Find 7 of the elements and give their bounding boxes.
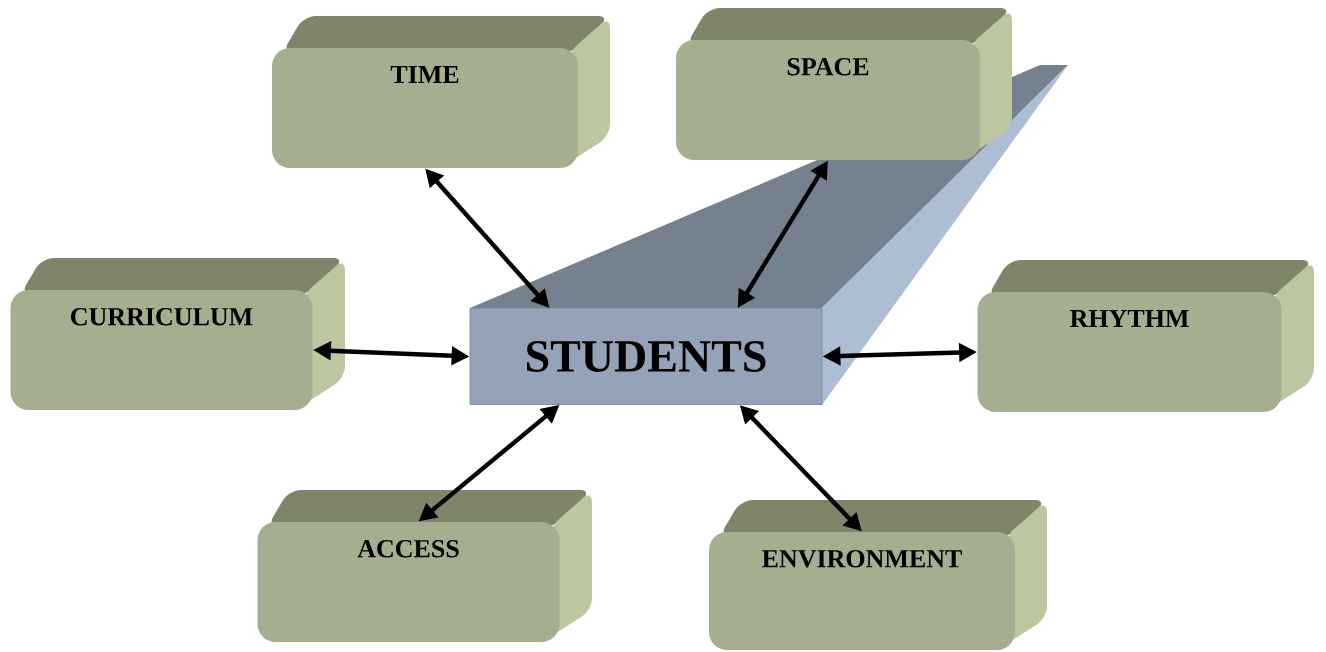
- block-box: SPACE: [676, 8, 1012, 160]
- block-box: CURRICULUM: [10, 258, 345, 410]
- block-box: RHYTHM: [977, 260, 1314, 412]
- block-box: ACCESS: [257, 490, 592, 642]
- block-box: ENVIRONMENT: [709, 500, 1047, 650]
- node-label: STUDENTS: [527, 341, 766, 372]
- block-box: TIME: [272, 16, 610, 168]
